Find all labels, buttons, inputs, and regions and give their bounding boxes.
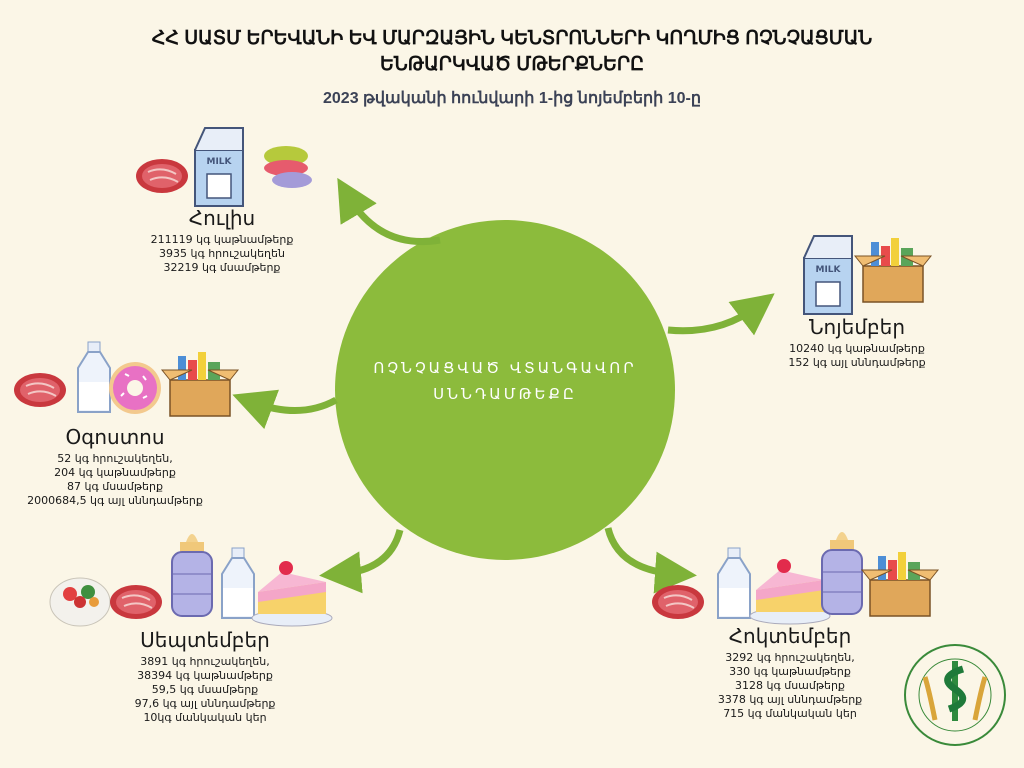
month-august: Օգոստոս 52 կգ հրուշակեղեն, 204 կգ կաթնամ… <box>5 424 225 508</box>
milk-carton-icon <box>194 127 244 207</box>
salad-bowl-icon <box>49 577 111 627</box>
stat-line: 10240 կգ կաթնամթերք <box>789 342 925 355</box>
stat-line: 87 կգ մսամթերք <box>67 480 163 493</box>
stat-line: 59,5 կգ մսամթերք <box>151 683 259 696</box>
meat-icon <box>109 584 163 620</box>
meat-icon <box>135 158 189 194</box>
month-title: Հոկտեմբեր <box>728 624 852 648</box>
month-title: Նոյեմբեր <box>808 315 906 339</box>
stat-line: 32219 կգ մսամթերք <box>163 261 281 274</box>
baby-bottle-icon <box>821 531 863 615</box>
stat-line: 10կգ մանկական կեր <box>143 711 267 724</box>
arrow-october <box>604 527 697 594</box>
arrow-september <box>319 529 404 594</box>
month-july: Հուլիս 211119 կգ կաթնամթերք 3935 կգ հրու… <box>122 205 322 275</box>
stat-line: 204 կգ կաթնամթերք <box>54 466 176 479</box>
stat-line: 38394 կգ կաթնամթերք <box>137 669 273 682</box>
month-november: Նոյեմբեր 10240 կգ կաթնամթերք 152 կգ այլ … <box>757 314 957 370</box>
center-label-line-2: ՍՆՆԴԱՄԹԵՔԸ <box>433 385 577 403</box>
page-title: ՀՀ ՍԱՏՄ ԵՐԵՎԱՆԻ ԵՎ ՄԱՐԶԱՅԻՆ ԿԵՆՏՐՈՆՆԵՐԻ … <box>0 26 1024 78</box>
stat-line: 3891 կգ հրուշակեղեն, <box>140 655 270 668</box>
month-september: Սեպտեմբեր 3891 կգ հրուշակեղեն, 38394 կգ … <box>105 627 305 725</box>
arrow-november <box>667 293 775 336</box>
grocery-box-icon <box>861 551 939 617</box>
cake-icon <box>749 558 831 625</box>
milk-carton-icon <box>803 235 853 315</box>
stat-line: 52 կգ հրուշակեղեն, <box>57 452 173 465</box>
arrow-july <box>337 177 441 246</box>
stat-line: 330 կգ կաթնամթերք <box>729 665 851 678</box>
stat-line: 3292 կգ հրուշակեղեն, <box>725 651 855 664</box>
grocery-box-icon <box>854 237 932 303</box>
month-october: Հոկտեմբեր 3292 կգ հրուշակեղեն, 330 կգ կա… <box>690 623 890 721</box>
meat-icon <box>13 372 67 408</box>
center-label: ՈՉՆՉԱՑՎԱԾ ՎՏԱՆԳԱՎՈՐ ՍՆՆԴԱՄԹԵՔԸ <box>335 355 675 407</box>
macaron-icon <box>264 146 312 188</box>
donut-icon <box>108 361 162 415</box>
stat-line: 3378 կգ այլ սննդամթերք <box>717 693 863 706</box>
stat-line: 715 կգ մանկական կեր <box>723 707 857 720</box>
month-title: Սեպտեմբեր <box>140 628 270 652</box>
title-line-2: ԵՆԹԱՐԿՎԱԾ ՄԹԵՐՔՆԵՐԸ <box>380 54 644 75</box>
stat-line: 97,6 կգ այլ սննդամթերք <box>134 697 276 710</box>
arrow-august <box>232 389 338 430</box>
logo-seal <box>904 644 1006 746</box>
center-label-line-1: ՈՉՆՉԱՑՎԱԾ ՎՏԱՆԳԱՎՈՐ <box>373 359 637 377</box>
month-title: Օգոստոս <box>65 425 165 449</box>
center-circle <box>335 220 675 560</box>
grocery-box-icon <box>161 351 239 417</box>
milk-bottle-icon <box>221 547 255 619</box>
stat-line: 3935 կգ հրուշակեղեն <box>159 247 285 260</box>
meat-icon <box>651 584 705 620</box>
stat-line: 2000684,5 կգ այլ սննդամթերք <box>27 494 203 507</box>
month-title: Հուլիս <box>188 206 256 230</box>
stat-line: 211119 կգ կաթնամթերք <box>150 233 294 246</box>
title-line-1: ՀՀ ՍԱՏՄ ԵՐԵՎԱՆԻ ԵՎ ՄԱՐԶԱՅԻՆ ԿԵՆՏՐՈՆՆԵՐԻ … <box>151 28 873 49</box>
baby-bottle-icon <box>171 533 213 617</box>
subtitle: 2023 թվականի հունվարի 1-ից նոյեմբերի 10-… <box>323 90 701 107</box>
cake-icon <box>251 560 333 627</box>
milk-bottle-icon <box>717 547 751 619</box>
milk-bottle-icon <box>77 341 111 413</box>
stat-line: 152 կգ այլ սննդամթերք <box>788 356 926 369</box>
stat-line: 3128 կգ մսամթերք <box>735 679 845 692</box>
